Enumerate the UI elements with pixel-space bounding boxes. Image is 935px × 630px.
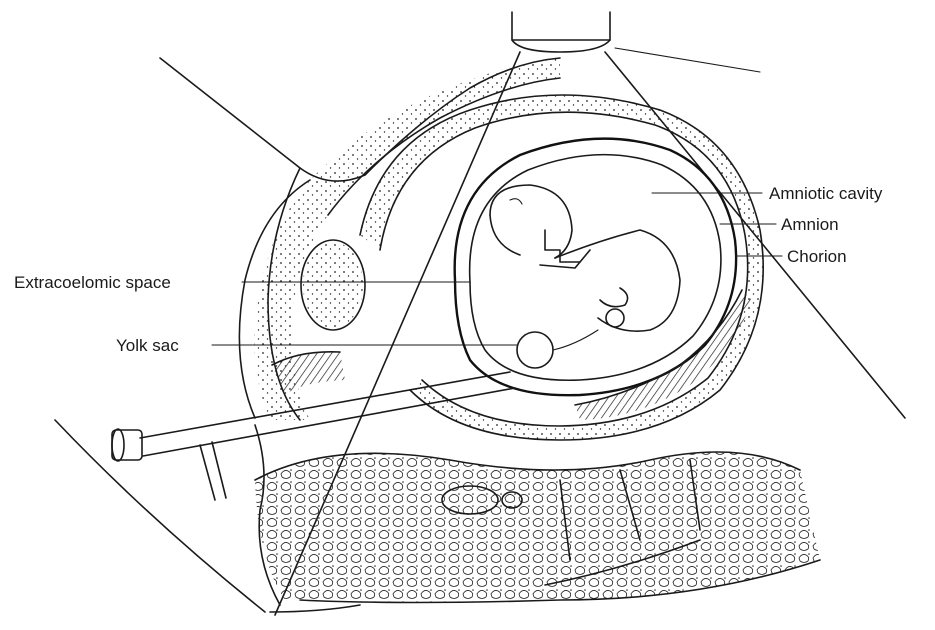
label-amniotic-cavity: Amniotic cavity	[769, 184, 883, 203]
yolk-sac	[517, 330, 598, 368]
label-amnion: Amnion	[781, 215, 839, 234]
ovary	[301, 240, 365, 330]
top-cannula	[512, 12, 610, 52]
embryo	[490, 185, 680, 331]
label-chorion: Chorion	[787, 247, 847, 266]
label-extracoelomic-space: Extracoelomic space	[14, 273, 171, 292]
lower-organs	[55, 420, 820, 612]
label-yolk-sac: Yolk sac	[116, 336, 179, 355]
